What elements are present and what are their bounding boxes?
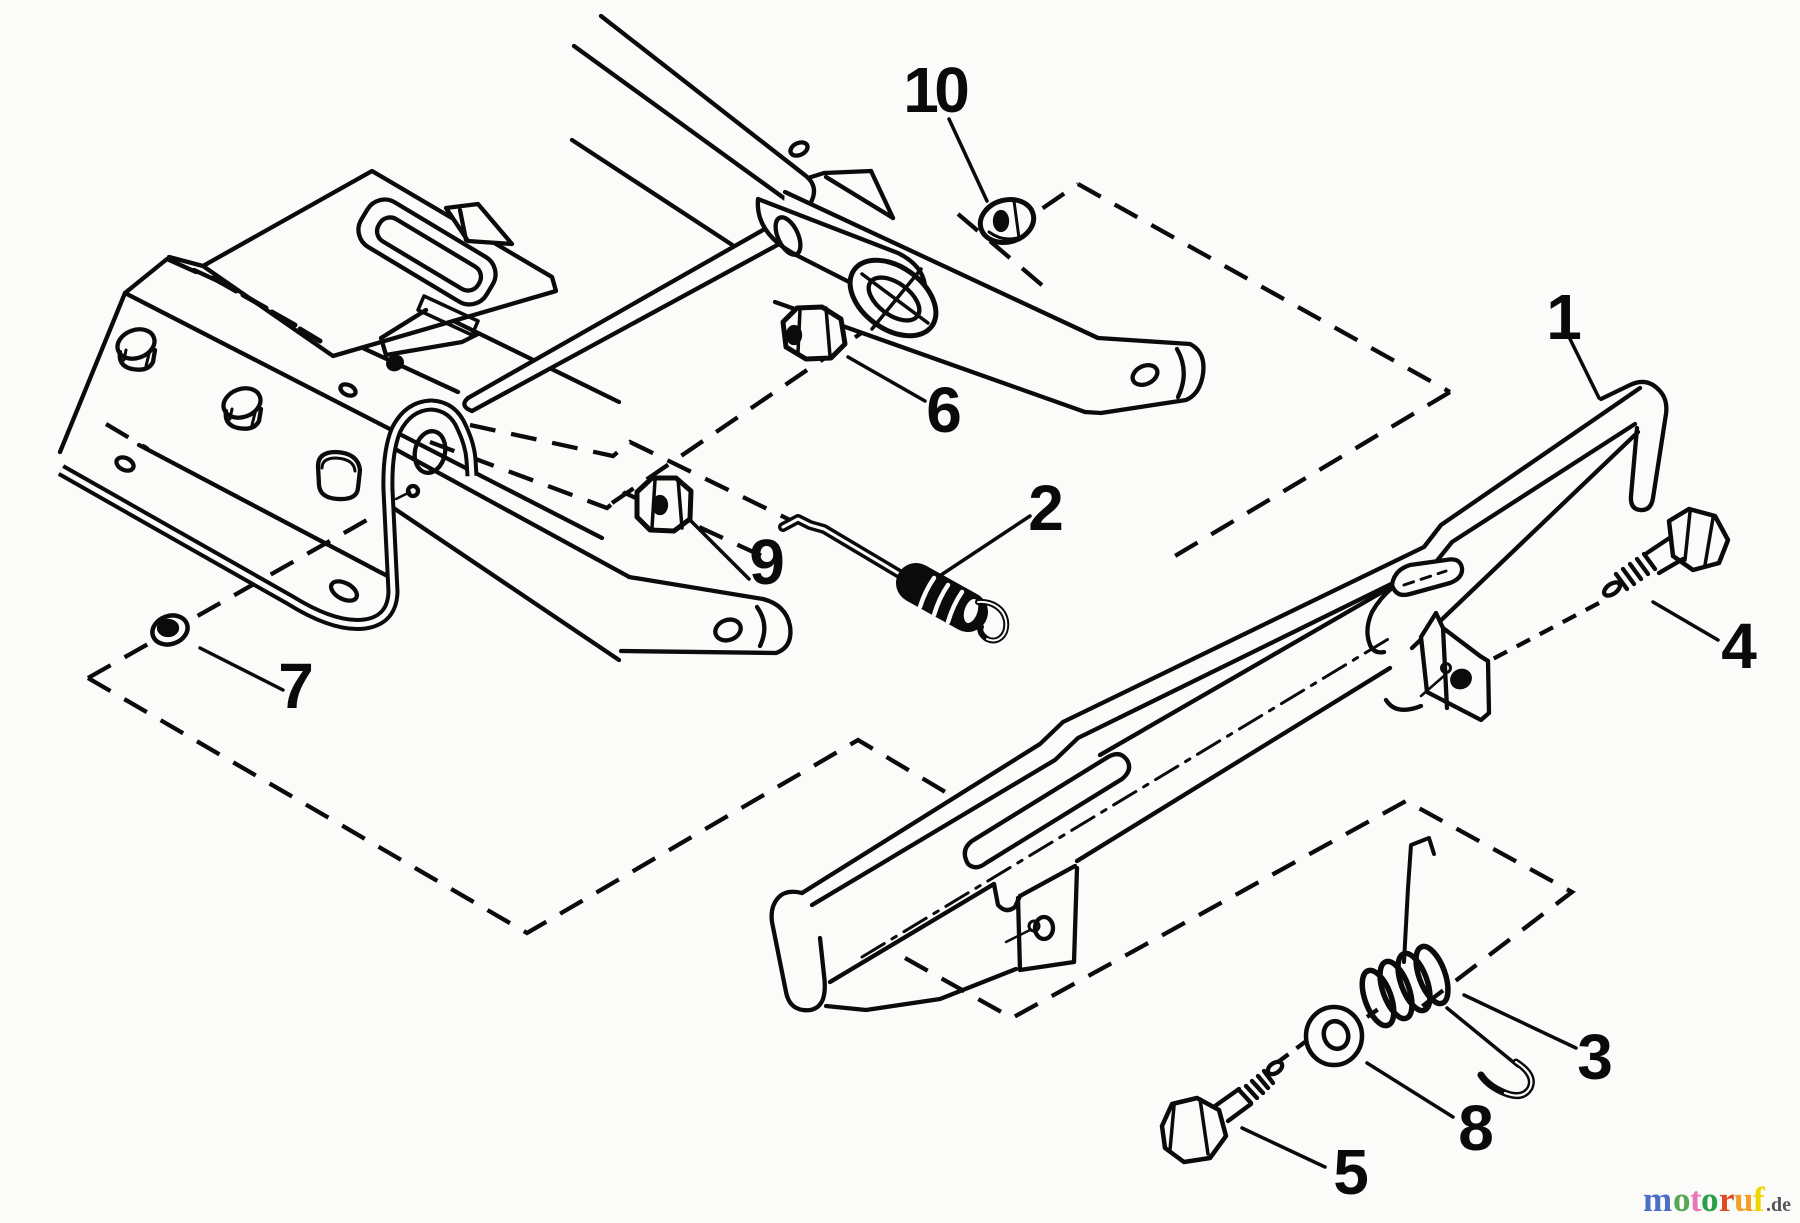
svg-text:o: o	[1673, 1180, 1691, 1219]
svg-text:6: 6	[926, 374, 962, 446]
svg-text:u: u	[1734, 1180, 1753, 1219]
svg-text:4: 4	[1721, 610, 1757, 682]
svg-text:5: 5	[1333, 1136, 1369, 1208]
svg-text:o: o	[1701, 1180, 1719, 1219]
svg-text:m: m	[1643, 1180, 1672, 1219]
svg-text:9: 9	[749, 526, 785, 598]
svg-text:t: t	[1690, 1180, 1702, 1219]
svg-text:1: 1	[903, 54, 939, 126]
svg-text:0: 0	[934, 54, 970, 126]
svg-text:.de: .de	[1766, 1194, 1791, 1216]
svg-text:r: r	[1719, 1180, 1735, 1219]
svg-text:2: 2	[1028, 472, 1064, 544]
svg-text:3: 3	[1577, 1021, 1613, 1093]
svg-text:7: 7	[278, 650, 314, 722]
svg-text:1: 1	[1546, 281, 1582, 353]
svg-text:8: 8	[1458, 1092, 1494, 1164]
svg-text:f: f	[1753, 1180, 1765, 1219]
